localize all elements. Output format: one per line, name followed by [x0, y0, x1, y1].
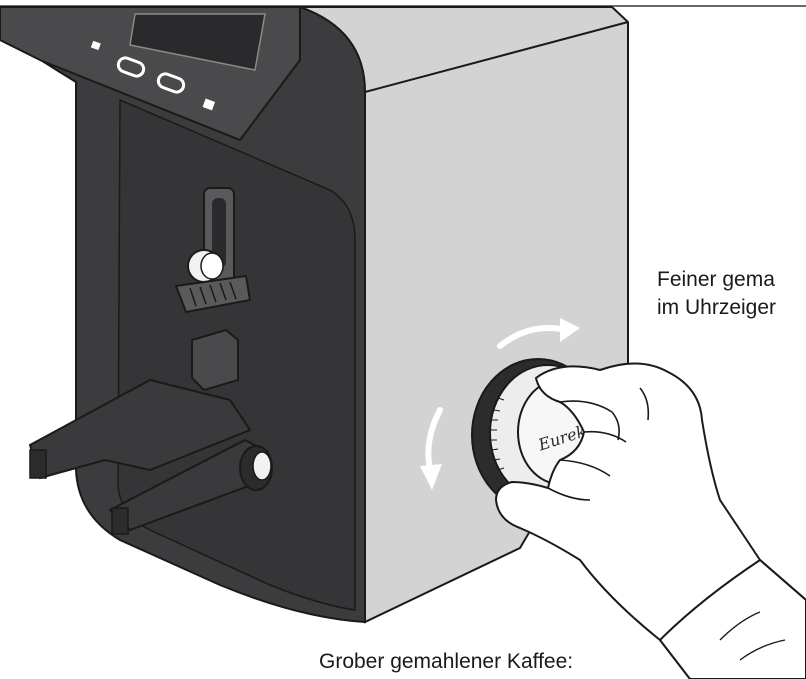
clockwise-arrowhead	[560, 318, 580, 342]
finger-lines	[547, 387, 650, 501]
power-dot	[90, 40, 101, 51]
cup-icon	[202, 98, 216, 111]
sleeve	[658, 558, 806, 679]
sleeve-wrinkles	[719, 611, 786, 661]
grind-spout	[191, 328, 239, 392]
grate-lines	[189, 281, 237, 307]
display-screen	[129, 13, 266, 71]
fork-pivot-knob	[252, 451, 272, 481]
fine-grind-label-line1: Feiner gema	[657, 268, 775, 291]
side-panel-edge	[364, 21, 629, 93]
slot-knob-face	[200, 252, 224, 280]
button-right	[156, 72, 186, 94]
portafilter-fork	[28, 378, 252, 480]
coarse-grind-label: Grober gemahlener Kaffee:	[319, 650, 574, 673]
counterclockwise-arrow-icon	[425, 407, 443, 473]
clockwise-arrow-icon	[497, 325, 569, 349]
dial-ticks	[491, 397, 505, 471]
holder-slot-inner	[212, 198, 226, 268]
button-left	[116, 56, 146, 78]
fine-grind-label-line2: im Uhrzeiger	[657, 296, 777, 319]
counterclockwise-arrowhead	[420, 464, 442, 490]
fork-tip-left	[29, 449, 47, 479]
fork-tip-right	[111, 507, 129, 535]
